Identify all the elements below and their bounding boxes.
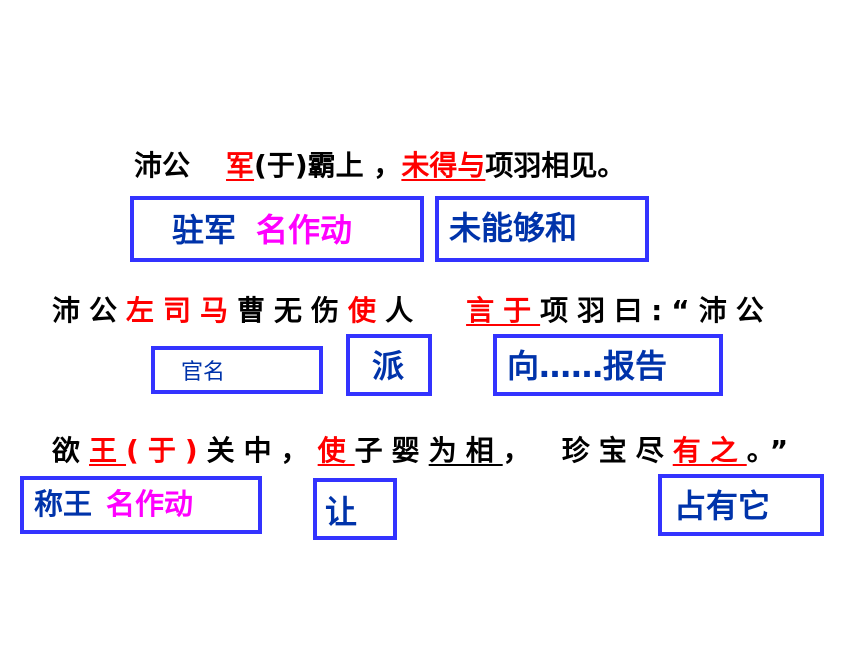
text-segment: 欲 xyxy=(52,434,90,467)
text-segment: 曹无伤 xyxy=(237,294,349,327)
text-segment: 项羽相见。 xyxy=(485,149,626,182)
note-meaning: 驻军 xyxy=(172,211,237,249)
note-meaning: 占有它 xyxy=(674,487,771,525)
text-segment: 珍宝尽 xyxy=(561,434,673,467)
text-segment: 子婴 xyxy=(354,434,429,467)
text-segment: (于)霸上 ， xyxy=(254,149,402,182)
sentence-line-1: 沛公 军(于)霸上 ，未得与项羽相见。 xyxy=(134,152,625,180)
note-meaning: 让 xyxy=(325,493,358,531)
note-meaning: 向……报告 xyxy=(507,347,668,385)
text-segment: 人 xyxy=(385,294,423,327)
keyword-jun: 军 xyxy=(226,149,255,182)
keyword-weixiang: 为相 xyxy=(428,434,503,467)
note-meaning: 未能够和 xyxy=(449,209,578,247)
keyword-weideyu: 未得与 xyxy=(401,149,486,182)
note-tag: 名作动 xyxy=(106,487,194,521)
keyword-wang: 王 xyxy=(89,434,127,467)
note-box-rang: 让 xyxy=(313,478,397,540)
note-box-xiang: 向……报告 xyxy=(493,334,723,396)
note-tag: 名作动 xyxy=(256,211,353,249)
keyword-yanyu: 言于 xyxy=(466,294,541,327)
keyword-zuosima: 左司马 xyxy=(126,294,238,327)
note-box-guanming: 官名 xyxy=(151,346,323,394)
keyword-shi-2: 使 xyxy=(317,434,355,467)
note-box-chengwang: 称王名作动 xyxy=(20,476,262,534)
text-segment: 沛公 xyxy=(52,294,127,327)
note-box-zhanyou: 占有它 xyxy=(658,474,824,536)
text-segment: 项羽曰:“沛公 xyxy=(540,294,773,327)
text-segment: ， xyxy=(502,434,540,467)
note-box-pai: 派 xyxy=(346,334,432,396)
sentence-line-3: 欲王(于)关中，使子婴为相， 珍宝尽有之。” xyxy=(52,437,797,465)
text-segment: 。” xyxy=(746,434,798,467)
text-segment: 沛公 xyxy=(134,149,191,182)
text-segment: 关中， xyxy=(206,434,318,467)
note-box-weineng: 未能够和 xyxy=(435,196,649,262)
note-meaning: 派 xyxy=(372,347,405,385)
keyword-youzhi: 有之 xyxy=(672,434,747,467)
note-meaning: 官名 xyxy=(181,360,226,385)
keyword-shi: 使 xyxy=(348,294,386,327)
keyword-yu: (于) xyxy=(126,434,207,467)
note-box-zhujun: 驻军名作动 xyxy=(130,196,424,262)
note-meaning: 称王 xyxy=(34,487,93,521)
sentence-line-2: 沛公左司马曹无伤使人 言于项羽曰:“沛公 xyxy=(52,297,773,325)
